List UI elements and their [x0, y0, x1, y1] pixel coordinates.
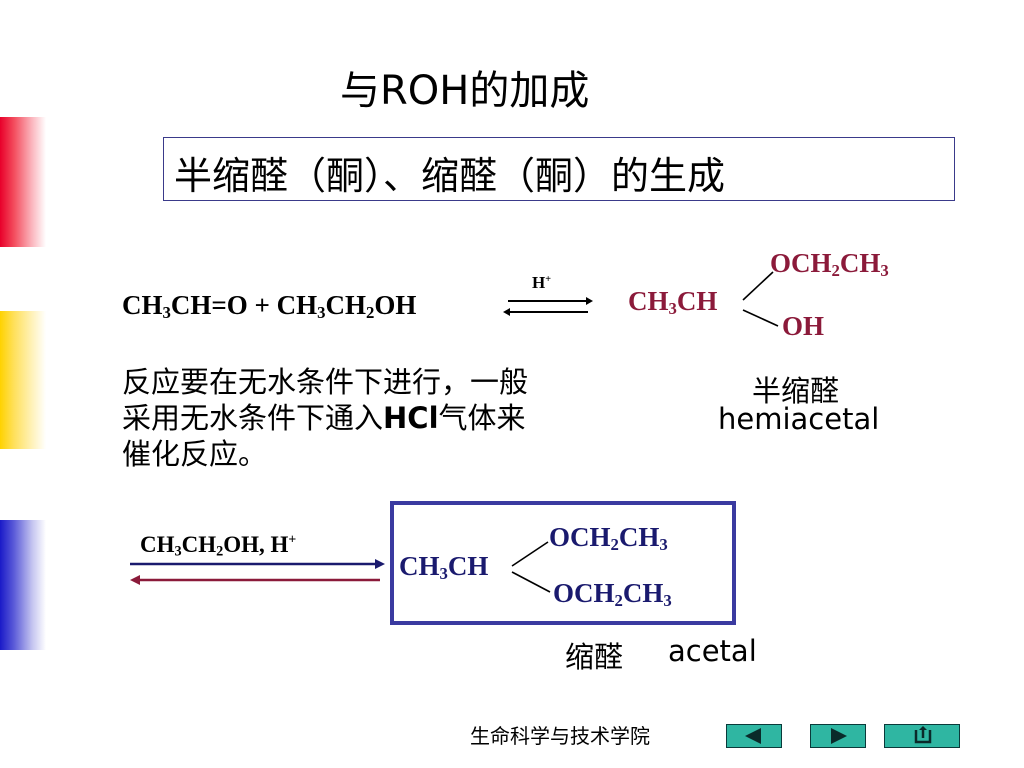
subtitle-box — [163, 137, 955, 201]
red-accent-bar — [0, 117, 46, 247]
reaction2-reagent: CH3CH2OH, H+ — [140, 531, 297, 560]
return-button[interactable] — [884, 724, 960, 748]
hemiacetal-label-cn: 半缩醛 — [752, 374, 840, 408]
acetal-box — [390, 501, 736, 625]
condition-note: 反应要在无水条件下进行，一般 采用无水条件下通入HCl气体来 催化反应。 — [122, 364, 528, 472]
condition-note-line3: 催化反应。 — [122, 437, 268, 471]
return-arrow-icon — [914, 726, 932, 744]
acetal-ethoxy-top: OCH2CH3 — [549, 522, 668, 555]
reaction1-reactants: CH3CH=O + CH3CH2OH — [122, 290, 416, 321]
prev-slide-button[interactable] — [726, 724, 782, 748]
acetal-ethoxy-bottom: OCH2CH3 — [553, 578, 672, 611]
triangle-right-icon — [831, 728, 847, 744]
acetal-label-cn: 缩醛 — [565, 640, 624, 674]
yellow-accent-bar — [0, 311, 46, 449]
acetal-left-group: CH3CH — [399, 551, 489, 584]
slide-title: 与ROH的加成 — [340, 68, 590, 114]
plus-sign: + — [254, 290, 270, 320]
next-slide-button[interactable] — [810, 724, 866, 748]
hemiacetal-hydroxyl-group: OH — [782, 311, 825, 341]
subtitle: 半缩醛（酮）、缩醛（酮）的生成 — [174, 154, 726, 198]
equilibrium-arrows-1 — [503, 297, 593, 316]
blue-accent-bar — [0, 520, 46, 650]
hemiacetal-bonds — [742, 271, 779, 327]
hemiacetal-label-en: hemiacetal — [718, 402, 880, 436]
condition-note-line1: 反应要在无水条件下进行，一般 — [122, 365, 529, 399]
reactant-acetaldehyde: CH3CH=O — [122, 290, 248, 323]
reactant-ethanol: CH3CH2OH — [276, 290, 417, 323]
reaction1-catalyst: H+ — [532, 273, 552, 292]
equilibrium-arrows-2 — [130, 559, 385, 585]
acetal-bonds — [511, 541, 551, 593]
acetal-label-en: acetal — [668, 634, 757, 668]
hemiacetal-ethoxy-group: OCH2CH3 — [770, 248, 889, 281]
footer-institution: 生命科学与技术学院 — [470, 724, 650, 748]
triangle-left-icon — [745, 728, 761, 744]
hemiacetal-left-group: CH3CH — [628, 286, 718, 319]
condition-note-line2: 采用无水条件下通入HCl气体来 — [122, 401, 526, 435]
